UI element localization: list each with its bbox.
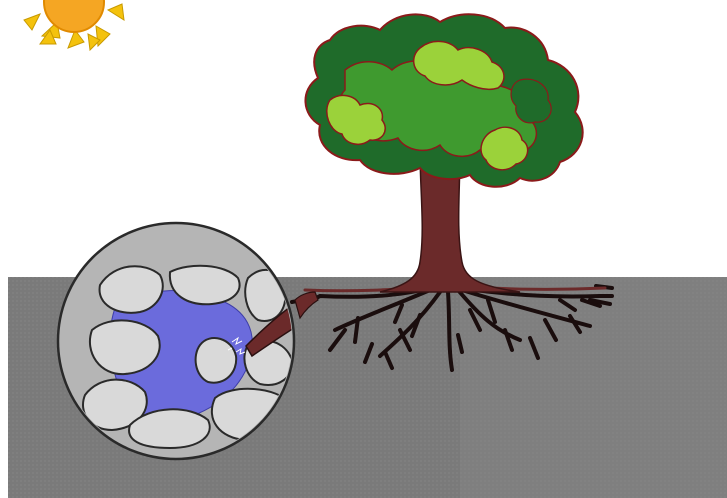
rock (196, 338, 237, 383)
rock (90, 320, 160, 374)
soil-gradient-fade (460, 277, 727, 498)
